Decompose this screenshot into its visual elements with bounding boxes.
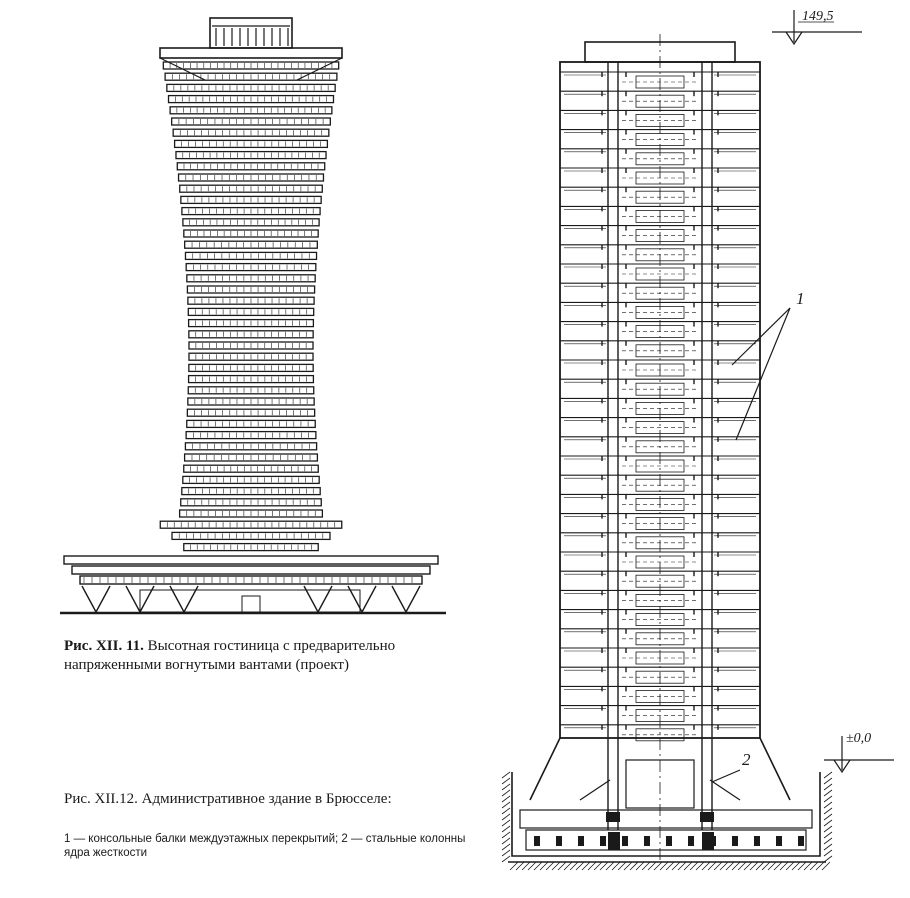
top-level-mark: 149,5 — [802, 9, 834, 24]
figure-11-label: Рис. XII. 11. — [64, 638, 144, 654]
figure-11-caption: Рис. XII. 11. Высотная гостиница с предв… — [64, 637, 484, 675]
figure-12-caption-text: Административное здание в Брюсселе: — [141, 791, 392, 807]
callout-1-label: 1 — [796, 289, 805, 308]
hotel-tower-drawing — [60, 17, 446, 615]
callout-2-label: 2 — [742, 750, 751, 769]
figure-12-legend: 1 — консольные балки междуэтажных перекр… — [64, 833, 466, 859]
figure-12-caption: Рис. XII.12. Административное здание в Б… — [64, 790, 484, 809]
figure-11-caption-text: Высотная гостиница с предварительно напр… — [64, 638, 396, 673]
ground-level-mark: ±0,0 — [846, 731, 871, 746]
figure-12-label: Рис. XII.12. — [64, 791, 138, 807]
admin-building-section-drawing: 149,5 ±0,0 1 2 — [501, 9, 894, 871]
